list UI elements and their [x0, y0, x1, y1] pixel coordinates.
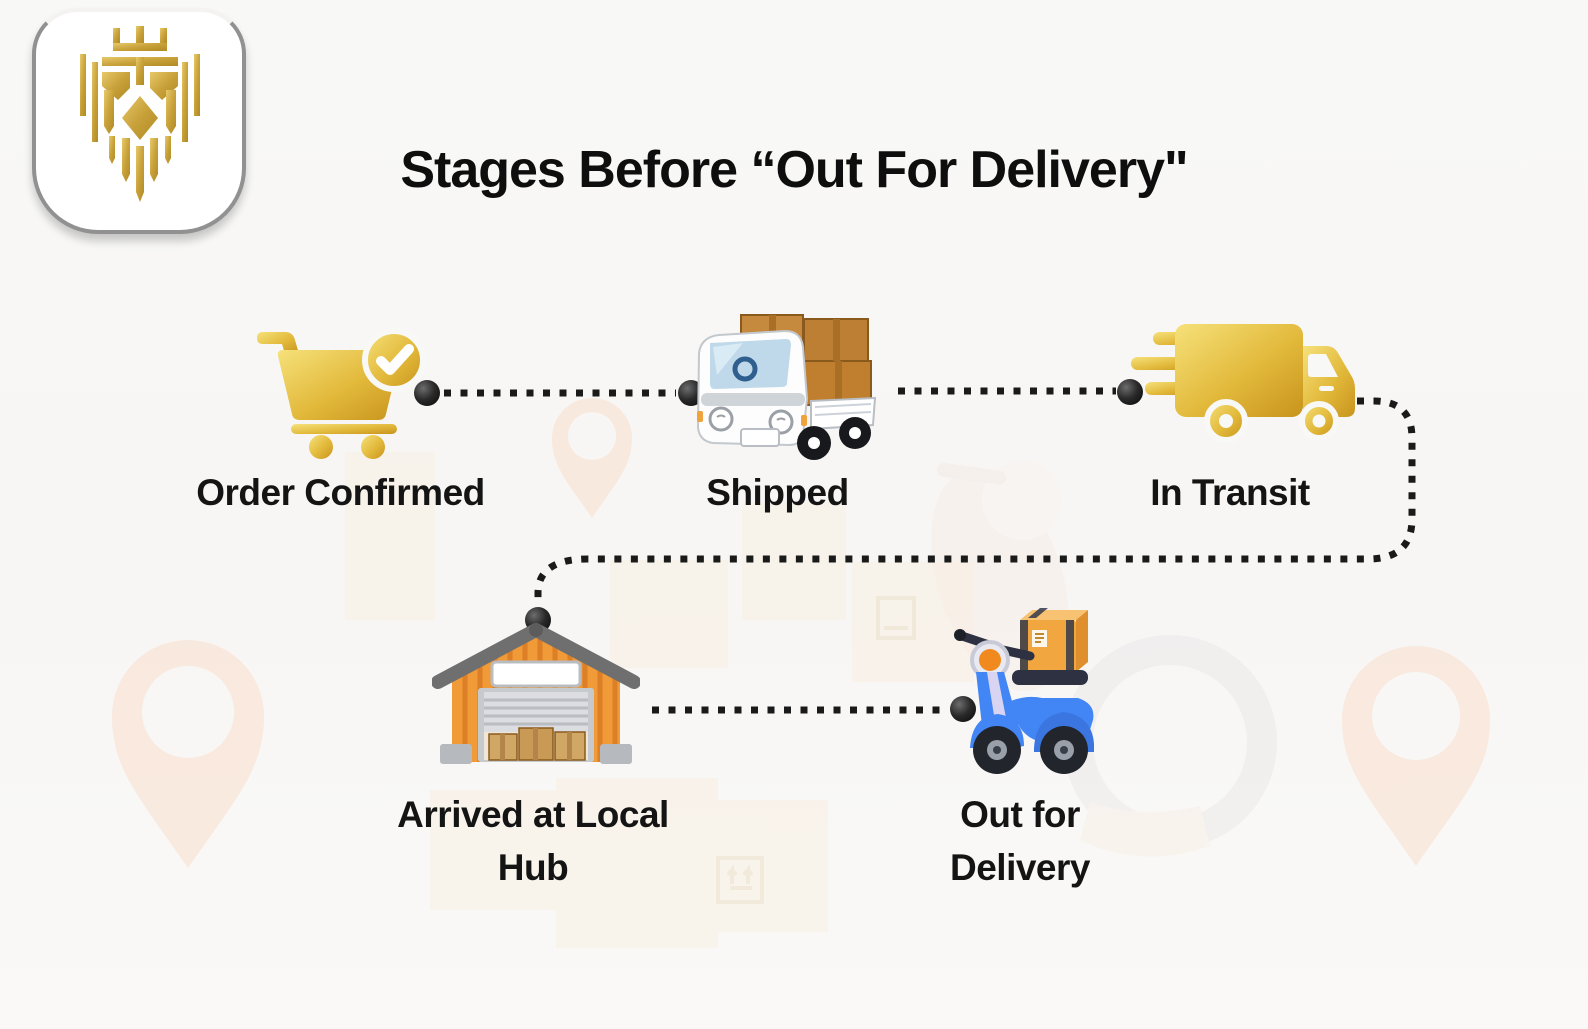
warehouse-icon [432, 623, 640, 764]
parcel-box [1020, 608, 1088, 672]
loaded-truck-icon [696, 314, 877, 460]
stage-label-arrived-local-hub: Arrived at Local Hub [397, 794, 669, 888]
headlight [768, 409, 794, 435]
steering-wheel [732, 356, 758, 382]
fast-delivery-truck-icon [1131, 324, 1355, 443]
stage-label-in-transit: In Transit [1150, 472, 1310, 513]
brand-logo [32, 8, 246, 234]
gold-crest-logo [80, 26, 200, 202]
hub-boxes [488, 727, 586, 761]
stage-label-shipped: Shipped [706, 472, 849, 513]
cart-check-icon [257, 328, 426, 459]
wheel [973, 726, 1088, 774]
warehouse-sign [490, 660, 582, 688]
rear-rack [1012, 670, 1088, 685]
roller-shutter [484, 692, 588, 732]
license-plate [740, 428, 780, 447]
page-title: Stages Before “Out For Delivery" [400, 141, 1188, 199]
delivery-scooter-icon [954, 608, 1094, 774]
headlight [708, 406, 734, 432]
check-icon [376, 344, 414, 375]
stage-label-order-confirmed: Order Confirmed [196, 472, 485, 513]
cab-window [1308, 354, 1338, 377]
this-side-up-icon [716, 596, 916, 904]
stage-label-out-for-delivery: Out for Delivery [950, 794, 1091, 888]
